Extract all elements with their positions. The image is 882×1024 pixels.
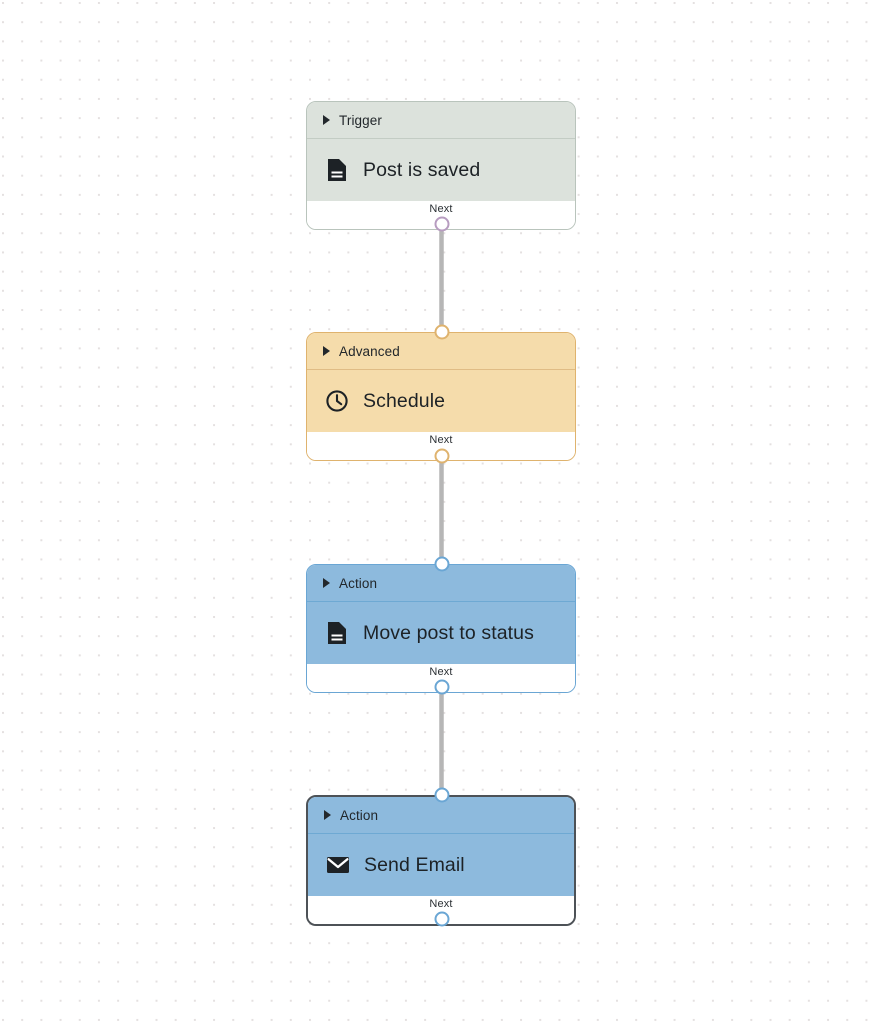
node-category-label: Action (339, 575, 378, 591)
node-header-divider (307, 601, 575, 602)
next-label: Next (429, 898, 453, 910)
node-body-advanced[interactable]: Schedule (307, 370, 575, 432)
node-title: Post is saved (363, 158, 481, 181)
node-title: Send Email (364, 853, 465, 876)
input-port-advanced[interactable] (434, 324, 449, 340)
document-icon (325, 158, 349, 182)
next-label: Next (429, 666, 453, 678)
node-title: Move post to status (363, 621, 534, 644)
node-category-label: Action (340, 807, 379, 823)
workflow-node-move-post-to-status[interactable]: Action Move post to status Next (306, 564, 576, 693)
node-body-send-email[interactable]: Send Email (308, 834, 574, 896)
node-title: Schedule (363, 389, 446, 412)
input-port-move-post-to-status[interactable] (434, 556, 449, 572)
node-header-trigger[interactable]: Trigger (307, 102, 575, 138)
output-port-trigger[interactable] (434, 216, 449, 232)
output-port-advanced[interactable] (434, 448, 449, 464)
workflow-node-advanced[interactable]: Advanced Schedule Next (306, 332, 576, 461)
envelope-icon (326, 853, 350, 877)
chevron-right-icon[interactable] (323, 346, 330, 356)
chevron-right-icon[interactable] (323, 578, 330, 588)
node-header-divider (307, 369, 575, 370)
output-port-send-email[interactable] (434, 911, 449, 927)
document-icon (325, 621, 349, 645)
node-body-move-post[interactable]: Move post to status (307, 602, 575, 664)
node-category-label: Advanced (339, 343, 400, 359)
input-port-send-email[interactable] (434, 787, 449, 803)
node-category-label: Trigger (339, 112, 382, 128)
node-header-send-email[interactable]: Action (308, 797, 574, 833)
workflow-node-trigger[interactable]: Trigger Post is saved Next (306, 101, 576, 230)
next-label: Next (429, 203, 453, 215)
chevron-right-icon[interactable] (323, 115, 330, 125)
workflow-node-send-email[interactable]: Action Send Email Next (306, 795, 576, 926)
node-header-divider (307, 138, 575, 139)
output-port-move-post-to-status[interactable] (434, 679, 449, 695)
chevron-right-icon[interactable] (324, 810, 331, 820)
next-label: Next (429, 434, 453, 446)
clock-icon (325, 389, 349, 413)
node-header-divider (308, 833, 574, 834)
node-body-trigger[interactable]: Post is saved (307, 139, 575, 201)
